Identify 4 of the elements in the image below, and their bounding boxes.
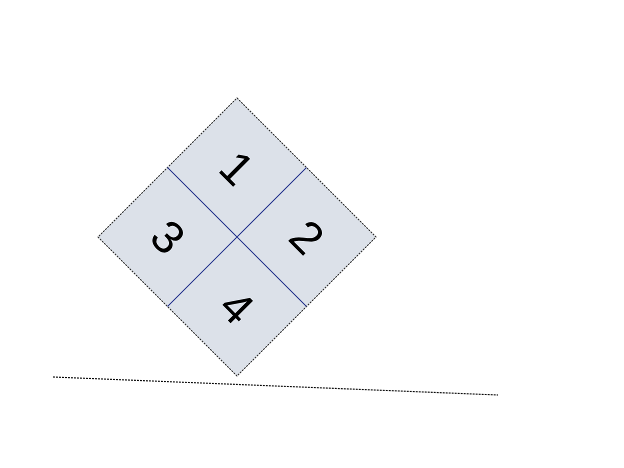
quadrant-number: 3 bbox=[142, 212, 193, 262]
quadrant-number: 2 bbox=[281, 212, 332, 262]
quadrant-number: 1 bbox=[212, 142, 262, 193]
quadrant-number: 4 bbox=[212, 281, 262, 332]
